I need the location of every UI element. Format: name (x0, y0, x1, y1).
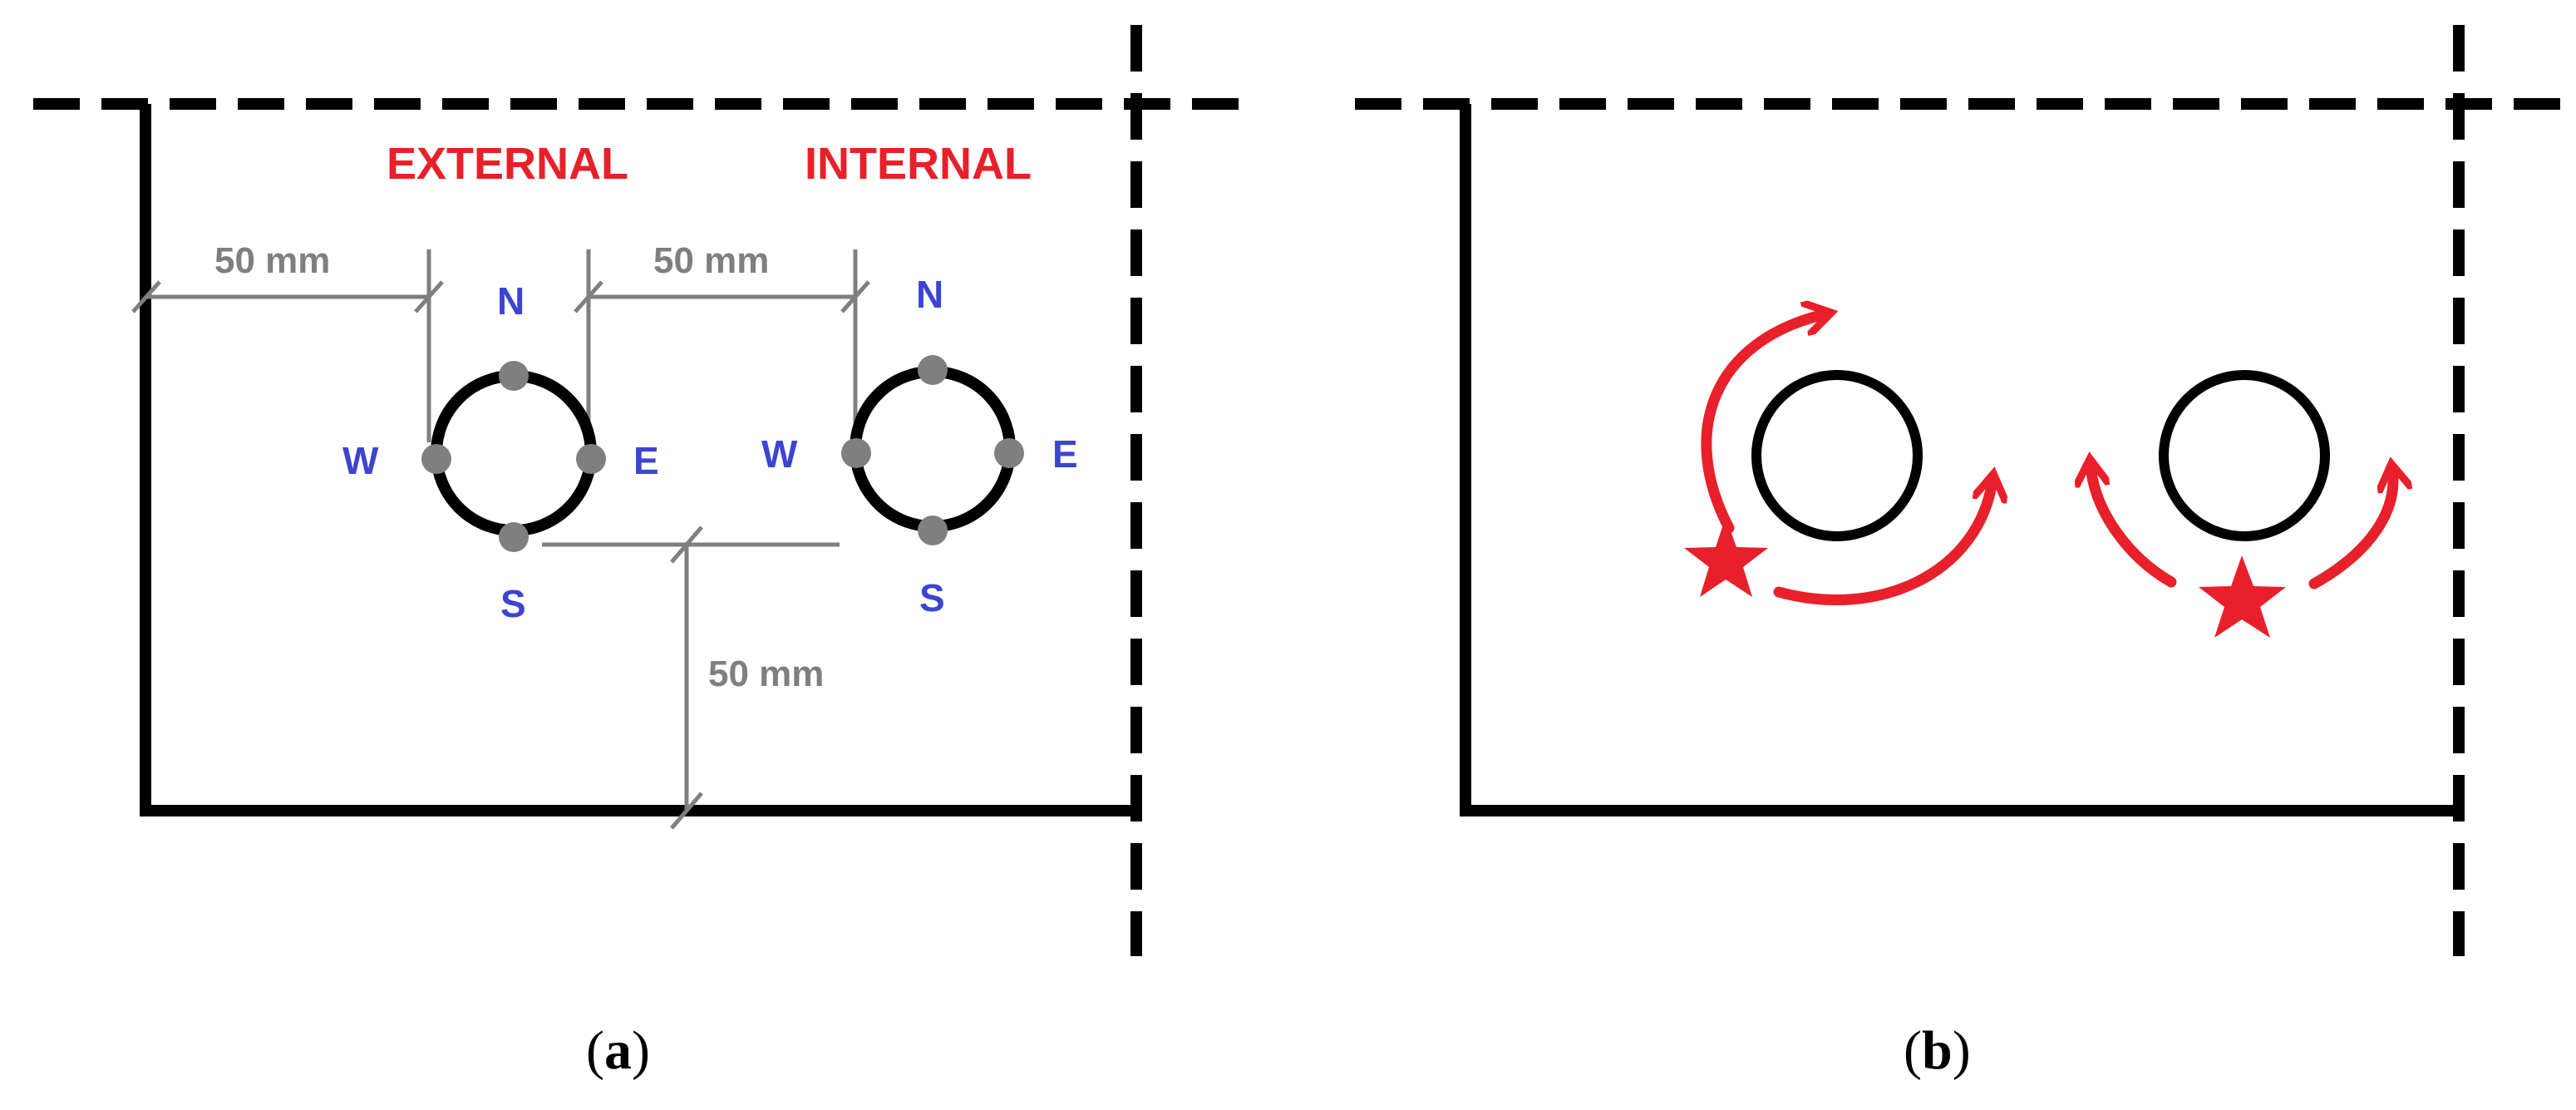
external-point-w (421, 444, 451, 474)
left-start-star (1684, 517, 1768, 597)
internal-compass-n: N (916, 273, 943, 316)
external-point-n (499, 361, 529, 391)
internal-point-n (918, 355, 948, 385)
right-pipe-rotation-arrows (2091, 466, 2393, 590)
panel-b-left-pipe (1751, 370, 1923, 541)
right-right-arc-arrow (2308, 471, 2393, 590)
external-compass-w: W (342, 439, 379, 482)
dim-vertical-tick-bottom (670, 792, 703, 830)
left-upper-arc-arrow (1701, 314, 1825, 534)
internal-pipe-circle (850, 366, 1016, 532)
dim-top-left-label: 50 mm (214, 240, 330, 281)
caption-a-open: ( (586, 1020, 604, 1081)
internal-compass-w: W (761, 432, 798, 476)
panel-b-wall-outline (1460, 104, 2459, 816)
external-pipe: N E S W (342, 279, 659, 625)
external-compass-n: N (497, 279, 525, 323)
internal-label: INTERNAL (805, 139, 1032, 189)
external-pipe-circle (431, 370, 597, 536)
external-label: EXTERNAL (387, 139, 628, 189)
right-left-arc-arrow (2091, 466, 2177, 588)
dim-top-right-label: 50 mm (653, 240, 769, 281)
panel-b: (b) (1355, 25, 2560, 1081)
right-start-star (2199, 555, 2286, 638)
internal-point-e (994, 438, 1024, 468)
left-pipe-rotation-arrows (1701, 314, 1992, 605)
dim-vertical-label: 50 mm (708, 654, 824, 694)
caption-a-close: ) (632, 1020, 650, 1081)
panel-a-wall-outline (140, 104, 1136, 816)
internal-point-s (918, 516, 948, 545)
internal-point-w (841, 438, 871, 468)
caption-b: (b) (1904, 1020, 1971, 1081)
external-compass-e: E (633, 439, 659, 482)
caption-b-close: ) (1953, 1020, 1971, 1081)
external-point-e (576, 444, 606, 474)
internal-pipe: N E S W (761, 273, 1078, 619)
panel-a: EXTERNAL INTERNAL 50 mm 50 mm 50 mm (33, 25, 1239, 1081)
dimension-lines (131, 249, 870, 830)
external-point-s (499, 522, 529, 552)
caption-a: (a) (586, 1020, 650, 1081)
internal-compass-s: S (919, 576, 945, 619)
caption-a-letter: a (604, 1020, 632, 1081)
dim-vertical-tick-top (670, 525, 703, 564)
dim-top-left-tick-left (131, 280, 161, 313)
external-compass-s: S (500, 582, 526, 625)
panel-b-right-pipe (2159, 370, 2330, 541)
internal-compass-e: E (1052, 432, 1078, 476)
left-lower-arc-arrow (1773, 481, 1992, 605)
caption-b-open: ( (1904, 1020, 1922, 1081)
caption-b-letter: b (1922, 1020, 1953, 1081)
